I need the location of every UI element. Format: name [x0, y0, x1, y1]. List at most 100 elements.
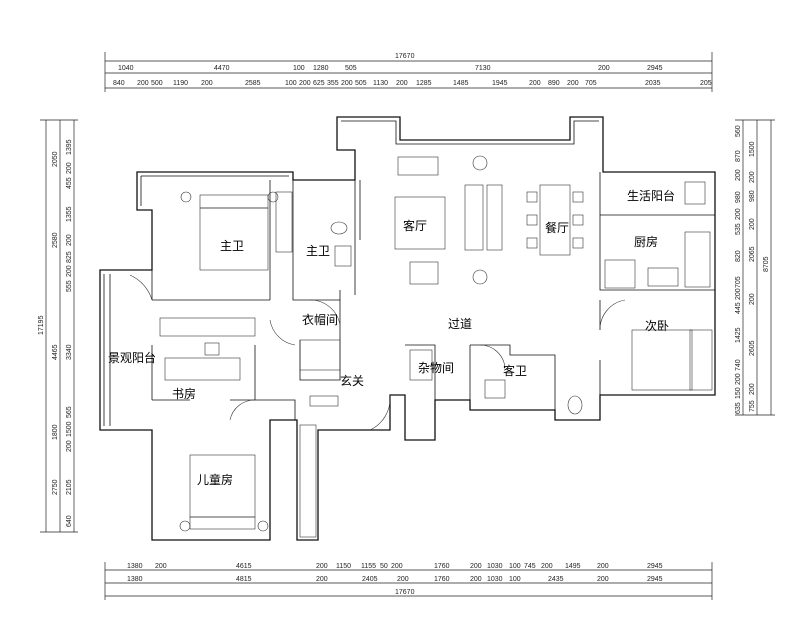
- dim-label: 4615: [236, 563, 252, 570]
- dim-label: 1280: [313, 65, 329, 72]
- dim-label: 1030: [487, 563, 503, 570]
- bottom-dimensions: 1380 200 4615 200 1150 1155 50 200 1760 …: [104, 562, 713, 600]
- dim-label: 455: [66, 177, 73, 189]
- dim-label: 640: [66, 515, 73, 527]
- wardrobe-icon: [689, 329, 713, 391]
- dim-label: 1800: [52, 424, 59, 440]
- dim-label: 200: [749, 171, 756, 183]
- lamp-icon: [257, 520, 269, 532]
- dim-label: 1500: [749, 141, 756, 157]
- dim-label: 2035: [645, 80, 661, 87]
- room-label-study: 书房: [172, 386, 196, 401]
- toilet-icon: [330, 221, 348, 235]
- toilet-icon: [567, 395, 583, 415]
- lamp-icon: [472, 269, 488, 285]
- stove-icon: [647, 267, 679, 287]
- dim-label: 2065: [749, 246, 756, 262]
- sofa-icon: [464, 184, 484, 251]
- lamp-icon: [472, 155, 488, 171]
- dim-label: 980: [749, 190, 756, 202]
- dim-label: 890: [548, 80, 560, 87]
- dim-label: 200: [749, 293, 756, 305]
- dim-left-total: 17195: [38, 315, 45, 335]
- dim-label: 200: [201, 80, 213, 87]
- dim-label: 200: [597, 576, 609, 583]
- dim-label: 2605: [749, 340, 756, 356]
- dim-label: 200: [341, 80, 353, 87]
- dim-label: 705: [735, 276, 742, 288]
- dim-label: 200: [749, 383, 756, 395]
- dining-table-icon: [539, 184, 571, 256]
- dim-label: 560: [735, 125, 742, 137]
- storage-shelf-icon: [409, 349, 433, 381]
- counter-icon: [684, 231, 711, 288]
- dim-label: 200: [470, 563, 482, 570]
- dim-label: 745: [524, 563, 536, 570]
- room-label-second-bedroom: 次卧: [645, 319, 669, 333]
- dim-label: 200: [597, 563, 609, 570]
- dim-label: 2945: [647, 576, 663, 583]
- dim-label: 565: [66, 406, 73, 418]
- dim-label: 625: [313, 80, 325, 87]
- dim-label: 2580: [52, 232, 59, 248]
- dim-label: 4470: [214, 65, 230, 72]
- room-label-view-balcony: 景观阳台: [108, 350, 156, 365]
- wardrobe-icon: [275, 191, 293, 253]
- furniture: [159, 155, 713, 538]
- dim-label: 1495: [565, 563, 581, 570]
- dim-label: 200: [735, 288, 742, 300]
- walls: [99, 116, 716, 541]
- dim-label: 1355: [66, 206, 73, 222]
- dim-label: 555: [66, 280, 73, 292]
- dim-label: 200: [735, 373, 742, 385]
- dim-label: 505: [345, 65, 357, 72]
- dim-label: 445: [735, 302, 742, 314]
- room-label-master-bath: 主卫: [306, 244, 330, 258]
- dim-label: 1760: [434, 563, 450, 570]
- shoe-cabinet-icon: [299, 424, 317, 538]
- dim-label: 200: [541, 563, 553, 570]
- dim-label: 1040: [118, 65, 134, 72]
- dim-label: 1485: [453, 80, 469, 87]
- dim-label: 705: [585, 80, 597, 87]
- dim-label: 100: [509, 576, 521, 583]
- dim-label: 1425: [735, 327, 742, 343]
- right-dimensions: 560 870 200 980 535 200 820 705 445 200 …: [735, 119, 775, 416]
- top-dimensions: 17670 1040 4470 100 1280 505 7130 200 29…: [104, 52, 713, 92]
- bench-icon: [309, 395, 339, 407]
- room-label-guest-bath: 客卫: [503, 363, 527, 378]
- dim-label: 1395: [66, 139, 73, 155]
- dim-top-total: 17670: [395, 53, 415, 60]
- dim-label: 4465: [52, 344, 59, 360]
- dim-label: 755: [749, 400, 756, 412]
- dim-label: 200: [66, 265, 73, 277]
- dim-label: 4815: [236, 576, 252, 583]
- dim-label: 7130: [475, 65, 491, 72]
- dim-label: 1945: [492, 80, 508, 87]
- dim-label: 205: [700, 80, 712, 87]
- dim-label: 2585: [245, 80, 261, 87]
- room-label-dining: 餐厅: [545, 220, 569, 235]
- dim-label: 200: [299, 80, 311, 87]
- dim-label: 1285: [416, 80, 432, 87]
- dim-label: 1030: [487, 576, 503, 583]
- dim-label: 200: [567, 80, 579, 87]
- dim-label: 200: [470, 576, 482, 583]
- dim-label: 1380: [127, 563, 143, 570]
- sink-icon: [334, 245, 352, 267]
- dim-label: 980: [735, 191, 742, 203]
- dim-label: 200: [749, 218, 756, 230]
- lamp-icon: [179, 520, 191, 532]
- dim-label: 2945: [647, 65, 663, 72]
- dim-label: 50: [380, 563, 388, 570]
- dim-label: 1760: [434, 576, 450, 583]
- chair-icon: [204, 342, 220, 356]
- desk-icon: [164, 357, 241, 381]
- washer-icon: [684, 181, 706, 205]
- dim-label: 840: [113, 80, 125, 87]
- dim-bottom-total: 17670: [395, 589, 415, 596]
- dim-label: 200: [66, 234, 73, 246]
- dim-label: 2405: [362, 576, 378, 583]
- dim-label: 150: [735, 387, 742, 399]
